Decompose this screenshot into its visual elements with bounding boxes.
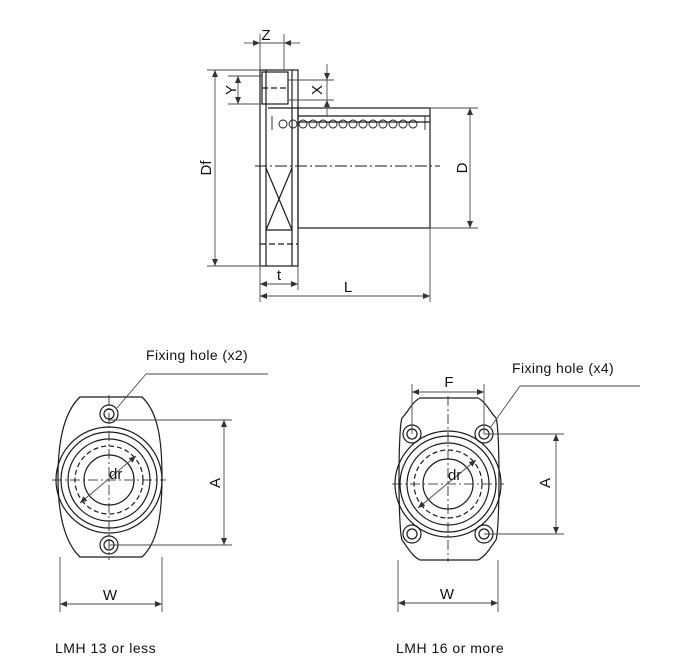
side-view bbox=[255, 69, 440, 267]
front-view-two-hole bbox=[52, 395, 166, 560]
front-right-dimensions bbox=[397, 384, 640, 612]
fixing-hole-label-left: Fixing hole (x2) bbox=[146, 347, 248, 363]
bushing-body bbox=[297, 107, 431, 229]
dr-label-right: dr bbox=[448, 467, 461, 484]
caption-lmh13: LMH 13 or less bbox=[55, 640, 156, 656]
front-right-labels: Fixing hole (x4) F dr A W LMH 16 or more bbox=[396, 360, 614, 656]
side-view-dimensions bbox=[207, 34, 478, 302]
dim-a-label-right: A bbox=[537, 478, 554, 488]
fixing-hole-label-right: Fixing hole (x4) bbox=[512, 360, 614, 376]
dim-df-label: Df bbox=[198, 160, 215, 176]
dim-w-label-right: W bbox=[440, 586, 455, 603]
fixing-hole-bl bbox=[402, 524, 422, 544]
dim-t-label: t bbox=[277, 267, 282, 284]
dr-label-left: dr bbox=[109, 466, 122, 483]
dim-x-label: X bbox=[309, 85, 326, 95]
flange-outline-two-hole bbox=[57, 396, 163, 558]
ball-row bbox=[271, 116, 426, 130]
dim-z-label: Z bbox=[261, 27, 270, 44]
dim-a-label-left: A bbox=[207, 478, 224, 488]
dim-l-label: L bbox=[344, 279, 352, 296]
front-left-labels: Fixing hole (x2) dr A W LMH 13 or less bbox=[55, 347, 248, 656]
side-view-labels: Z Y X Df D t L bbox=[198, 27, 471, 296]
dim-y-label: Y bbox=[223, 85, 240, 95]
dim-f-label: F bbox=[444, 374, 453, 391]
dim-w-label-left: W bbox=[103, 587, 118, 604]
dim-d-label: D bbox=[454, 162, 471, 173]
front-left-dimensions bbox=[59, 373, 268, 612]
caption-lmh16: LMH 16 or more bbox=[396, 640, 504, 656]
flange-outline-four-hole bbox=[398, 397, 500, 561]
